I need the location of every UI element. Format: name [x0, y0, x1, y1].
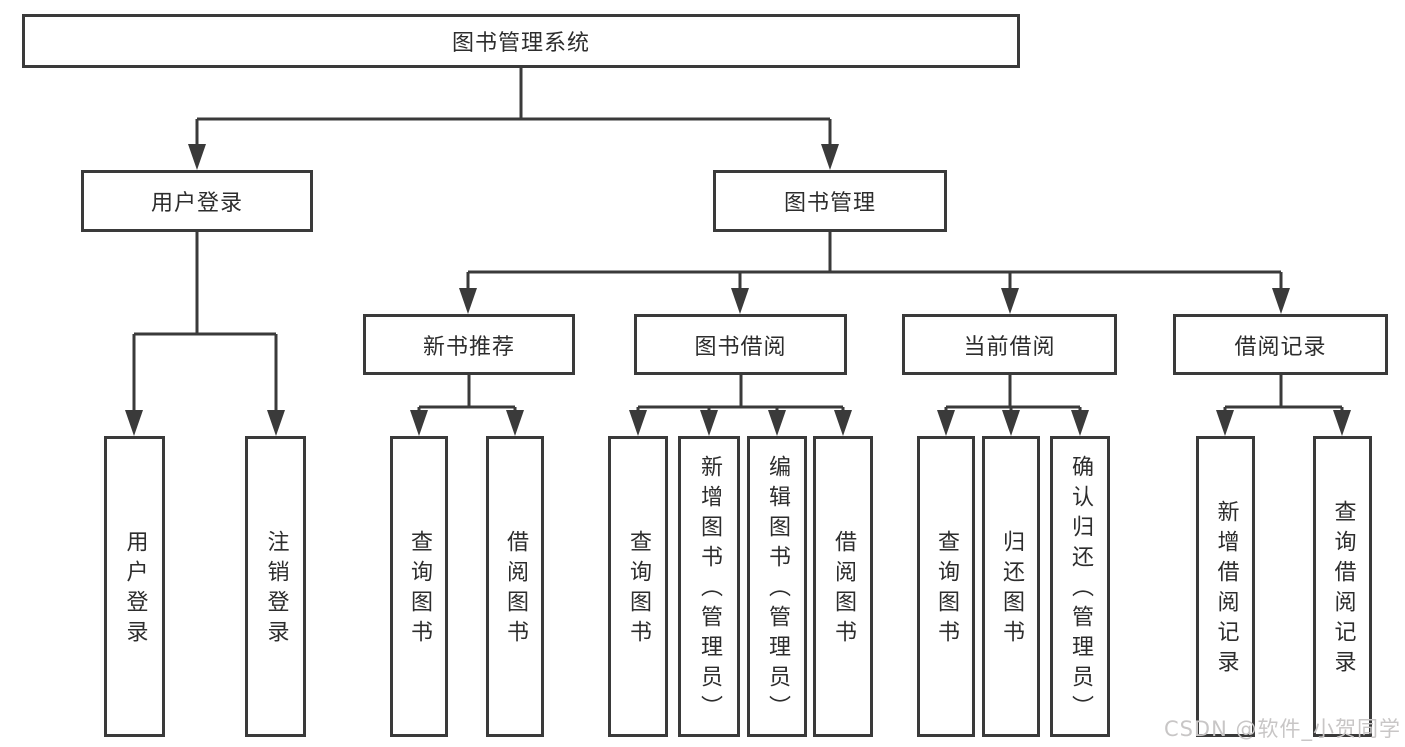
arrowhead-icon [1001, 288, 1019, 314]
node-current-borrow: 当前借阅 [902, 314, 1117, 375]
leaf-return-book: 归还图书 [982, 436, 1040, 737]
csdn-watermark: CSDN @软件_小贺同学 [1163, 717, 1401, 741]
arrowhead-icon [1002, 410, 1020, 436]
connector-path [636, 375, 845, 416]
node-new-book-recommend: 新书推荐 [363, 314, 575, 375]
arrowhead-icon [629, 410, 647, 436]
arrowhead-icon [1216, 410, 1234, 436]
leaf-query-book-3: 查询图书 [917, 436, 975, 737]
arrowhead-icon [821, 144, 839, 170]
node-borrow-record: 借阅记录 [1173, 314, 1388, 375]
node-root: 图书管理系统 [22, 14, 1020, 68]
connector-path [195, 68, 832, 150]
arrowhead-icon [125, 410, 143, 436]
leaf-query-book-2: 查询图书 [608, 436, 668, 737]
arrowhead-icon [937, 410, 955, 436]
arrowhead-icon [700, 410, 718, 436]
leaf-confirm-return-admin: 确认归还（管理员） [1050, 436, 1110, 737]
arrowhead-icon [1333, 410, 1351, 436]
leaf-user-login: 用户登录 [104, 436, 165, 737]
arrowhead-icon [459, 288, 477, 314]
arrowhead-icon [768, 410, 786, 436]
arrowhead-icon [188, 144, 206, 170]
arrowhead-icon [731, 288, 749, 314]
leaf-logout: 注销登录 [245, 436, 306, 737]
arrowhead-icon [267, 410, 285, 436]
arrowhead-icon [1071, 410, 1089, 436]
connector-path [417, 375, 517, 416]
leaf-add-book-admin: 新增图书（管理员） [678, 436, 740, 737]
leaf-query-borrow-record: 查询借阅记录 [1313, 436, 1372, 737]
arrowhead-icon [410, 410, 428, 436]
leaf-add-borrow-record: 新增借阅记录 [1196, 436, 1255, 737]
leaf-query-book-1: 查询图书 [390, 436, 448, 737]
node-user-login: 用户登录 [81, 170, 313, 232]
connector-path [466, 232, 1283, 294]
connector-path [944, 375, 1082, 416]
node-book-management: 图书管理 [713, 170, 947, 232]
arrowhead-icon [834, 410, 852, 436]
leaf-borrow-book-2: 借阅图书 [813, 436, 873, 737]
arrowhead-icon [506, 410, 524, 436]
leaf-edit-book-admin: 编辑图书（管理员） [747, 436, 807, 737]
arrowhead-icon [1272, 288, 1290, 314]
connector-path [1223, 375, 1344, 416]
leaf-borrow-book-1: 借阅图书 [486, 436, 544, 737]
connector-path [132, 232, 278, 416]
node-book-borrow: 图书借阅 [634, 314, 847, 375]
